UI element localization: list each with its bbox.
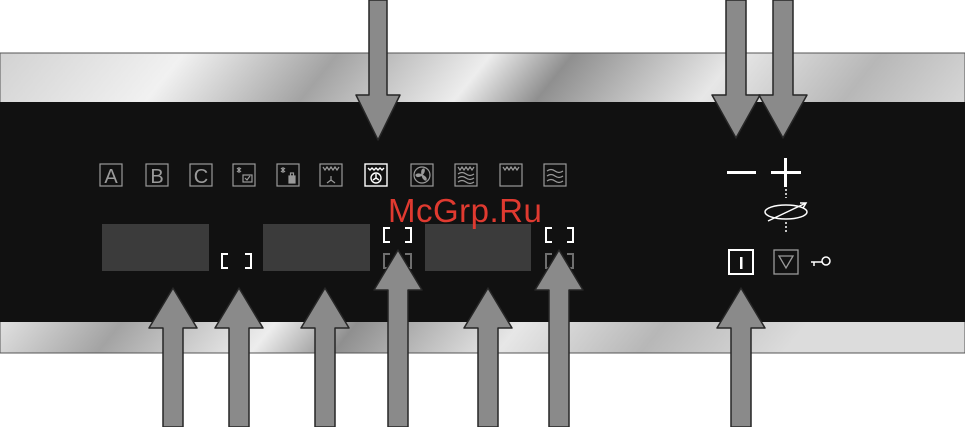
display-2 [263,224,370,271]
letter-c-icon: C [194,166,208,188]
display-1 [102,224,209,271]
display-3 [425,224,531,271]
letter-a-icon: A [104,166,118,188]
watermark-text: McGrp.Ru [388,192,542,230]
minus-icon[interactable] [727,171,756,174]
letter-b-icon: B [150,166,163,188]
